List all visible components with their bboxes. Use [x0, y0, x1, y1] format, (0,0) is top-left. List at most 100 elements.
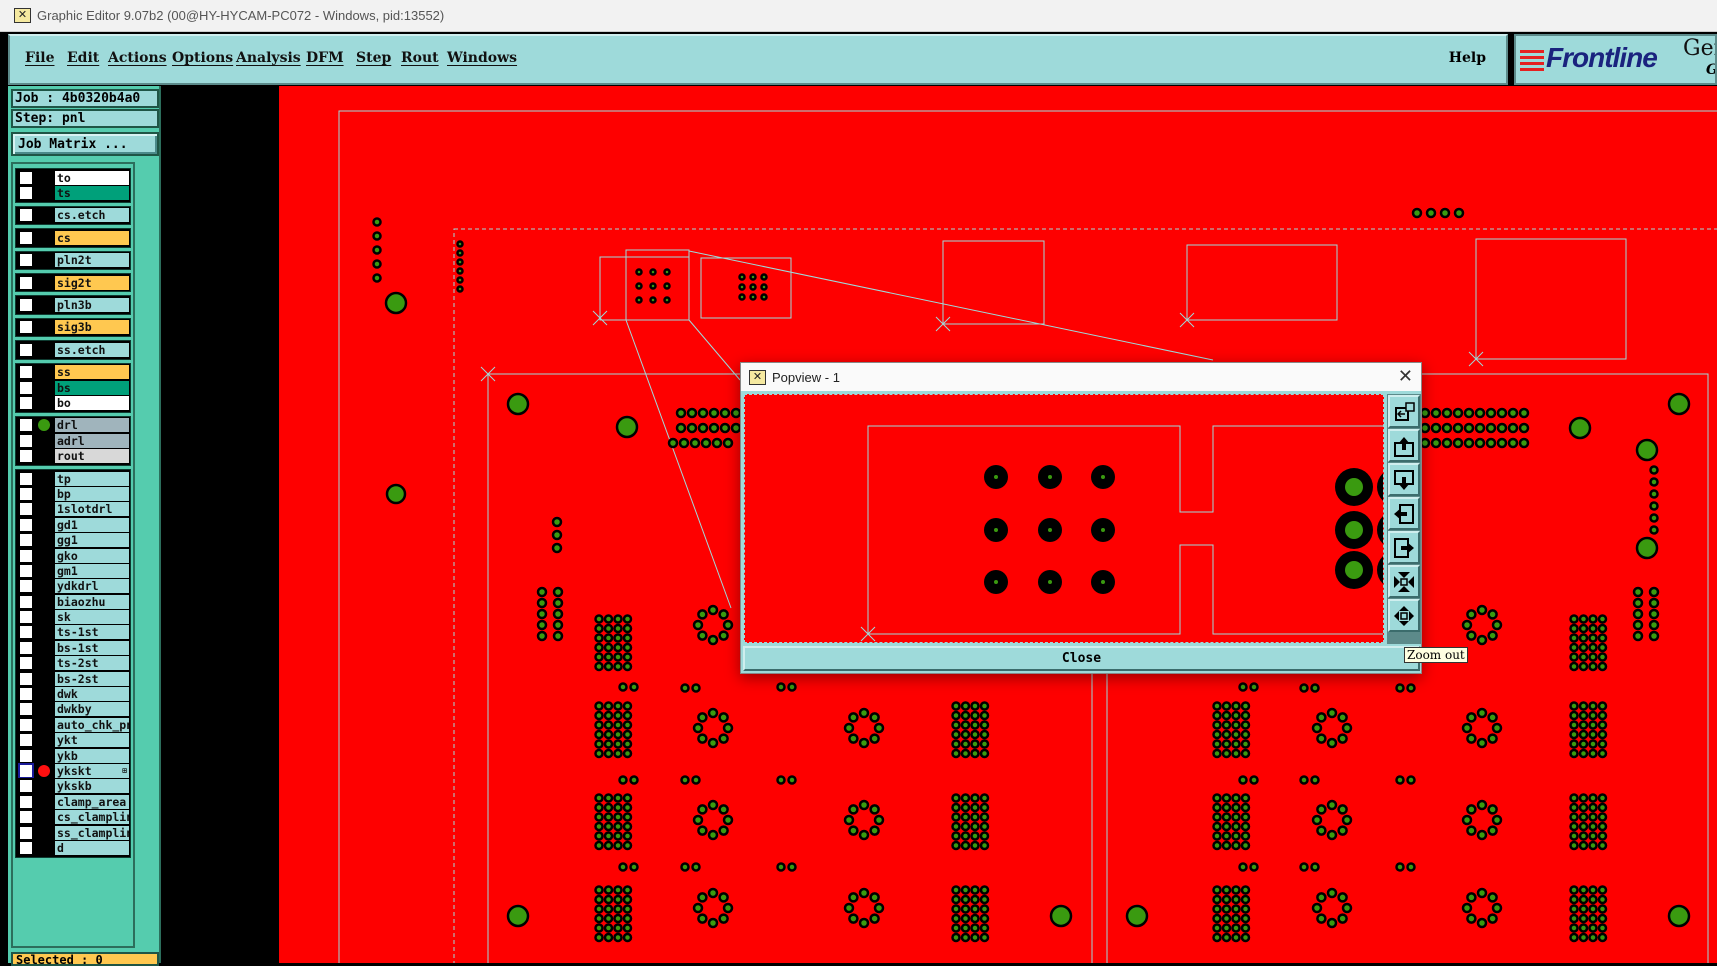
pan-right-button[interactable] — [1388, 531, 1420, 564]
layer-row[interactable]: gm1 — [17, 562, 129, 579]
layer-row[interactable]: gg1 — [17, 532, 129, 549]
layer-checkbox[interactable] — [18, 778, 34, 795]
layer-name[interactable]: clamp_area — [55, 794, 129, 809]
layer-row[interactable]: bs-2st — [17, 670, 129, 687]
layer-name[interactable]: ykt — [55, 733, 129, 748]
pan-up-button[interactable] — [1388, 429, 1420, 462]
layer-row[interactable]: sk — [17, 609, 129, 626]
menu-options[interactable]: Options — [172, 50, 234, 66]
layer-name[interactable]: pln3b — [55, 298, 129, 313]
layer-checkbox[interactable] — [18, 516, 34, 533]
layer-name[interactable]: ss — [55, 365, 129, 380]
menu-dfm[interactable]: DFM — [306, 50, 344, 66]
layer-checkbox[interactable] — [18, 169, 34, 186]
layer-row[interactable]: sig2t — [17, 274, 129, 291]
layer-checkbox[interactable] — [18, 716, 34, 733]
layer-row[interactable]: pln3b — [17, 297, 129, 314]
layer-checkbox[interactable] — [18, 762, 34, 779]
layer-name[interactable]: ykskt⊞ — [55, 763, 129, 778]
menu-edit[interactable]: Edit — [67, 50, 100, 66]
layer-checkbox[interactable] — [18, 501, 34, 518]
layer-name[interactable]: gg1 — [55, 533, 129, 548]
layer-row[interactable]: ykskb — [17, 778, 129, 795]
layer-row[interactable]: adrl — [17, 432, 129, 449]
layer-checkbox[interactable] — [18, 609, 34, 626]
layer-checkbox[interactable] — [18, 341, 34, 358]
close-icon[interactable]: ✕ — [1397, 366, 1413, 387]
layer-name[interactable]: sig3b — [55, 320, 129, 335]
layer-name[interactable]: bs — [55, 380, 129, 395]
layer-checkbox[interactable] — [18, 379, 34, 396]
layer-row[interactable]: bp — [17, 485, 129, 502]
graphic-canvas[interactable] — [279, 86, 1717, 963]
layer-name[interactable]: dwkby — [55, 702, 129, 717]
layer-checkbox[interactable] — [18, 624, 34, 641]
layer-name[interactable]: ykb — [55, 748, 129, 763]
layer-checkbox[interactable] — [18, 297, 34, 314]
layer-name[interactable]: rout — [55, 449, 129, 464]
menu-analysis[interactable]: Analysis — [236, 50, 301, 66]
layer-checkbox[interactable] — [18, 185, 34, 202]
menu-windows[interactable]: Windows — [447, 50, 518, 66]
layer-name[interactable]: dwk — [55, 687, 129, 702]
zoom-in-button[interactable] — [1388, 565, 1420, 598]
job-matrix-button[interactable]: Job Matrix ... — [11, 132, 159, 156]
layer-row[interactable]: rout — [17, 448, 129, 465]
layer-row[interactable]: dwkby — [17, 701, 129, 718]
layer-row[interactable]: bs — [17, 379, 129, 396]
layer-row[interactable]: tp — [17, 470, 129, 487]
layer-checkbox[interactable] — [18, 655, 34, 672]
layer-checkbox[interactable] — [18, 229, 34, 246]
layer-name[interactable]: bs-2st — [55, 671, 129, 686]
layer-row[interactable]: biaozhu — [17, 593, 129, 610]
layer-name[interactable]: cs_clampline — [55, 810, 129, 825]
layer-row[interactable]: ykskt⊞ — [17, 762, 129, 779]
close-button[interactable]: Close — [743, 646, 1420, 671]
layer-checkbox[interactable] — [18, 252, 34, 269]
layer-checkbox[interactable] — [18, 670, 34, 687]
layer-name[interactable]: biaozhu — [55, 594, 129, 609]
layer-row[interactable]: ykt — [17, 732, 129, 749]
layer-row[interactable]: gd1 — [17, 516, 129, 533]
layer-name[interactable]: gd1 — [55, 517, 129, 532]
layer-row[interactable]: gko — [17, 547, 129, 564]
layer-name[interactable]: ts — [55, 186, 129, 201]
layer-checkbox[interactable] — [18, 417, 34, 434]
layer-checkbox[interactable] — [18, 562, 34, 579]
layer-name[interactable]: auto_chk_pnl — [55, 717, 129, 732]
layer-checkbox[interactable] — [18, 809, 34, 826]
layer-row[interactable]: ss.etch — [17, 341, 129, 358]
layer-name[interactable]: gm1 — [55, 563, 129, 578]
layer-checkbox[interactable] — [18, 578, 34, 595]
layer-name[interactable]: gko — [55, 548, 129, 563]
layer-name[interactable]: adrl — [55, 433, 129, 448]
layer-checkbox[interactable] — [18, 274, 34, 291]
layer-checkbox[interactable] — [18, 593, 34, 610]
layer-row[interactable]: sig3b — [17, 319, 129, 336]
layer-name[interactable]: ydkdrl — [55, 579, 129, 594]
layer-row[interactable]: cs_clampline — [17, 809, 129, 826]
layer-row[interactable]: bs-1st — [17, 639, 129, 656]
layer-checkbox[interactable] — [18, 432, 34, 449]
layer-checkbox[interactable] — [18, 732, 34, 749]
menu-actions[interactable]: Actions — [108, 50, 167, 66]
layer-checkbox[interactable] — [18, 485, 34, 502]
layer-row[interactable]: d — [17, 839, 129, 856]
layer-row[interactable]: to — [17, 169, 129, 186]
pan-down-button[interactable] — [1388, 463, 1420, 496]
layer-checkbox[interactable] — [18, 448, 34, 465]
layer-row[interactable]: clamp_area — [17, 793, 129, 810]
layer-name[interactable]: sk — [55, 610, 129, 625]
layer-row[interactable]: pln2t — [17, 252, 129, 269]
layer-checkbox[interactable] — [18, 839, 34, 856]
layer-name[interactable]: ts-2st — [55, 656, 129, 671]
layer-checkbox[interactable] — [18, 701, 34, 718]
layer-name[interactable]: ss_clampline — [55, 825, 129, 840]
layer-name[interactable]: ykskb — [55, 779, 129, 794]
layer-name[interactable]: pln2t — [55, 253, 129, 268]
menu-file[interactable]: File — [25, 50, 55, 66]
layer-row[interactable]: ts — [17, 185, 129, 202]
layer-name[interactable]: sig2t — [55, 275, 129, 290]
popview-canvas[interactable] — [744, 394, 1384, 643]
layer-checkbox[interactable] — [18, 470, 34, 487]
